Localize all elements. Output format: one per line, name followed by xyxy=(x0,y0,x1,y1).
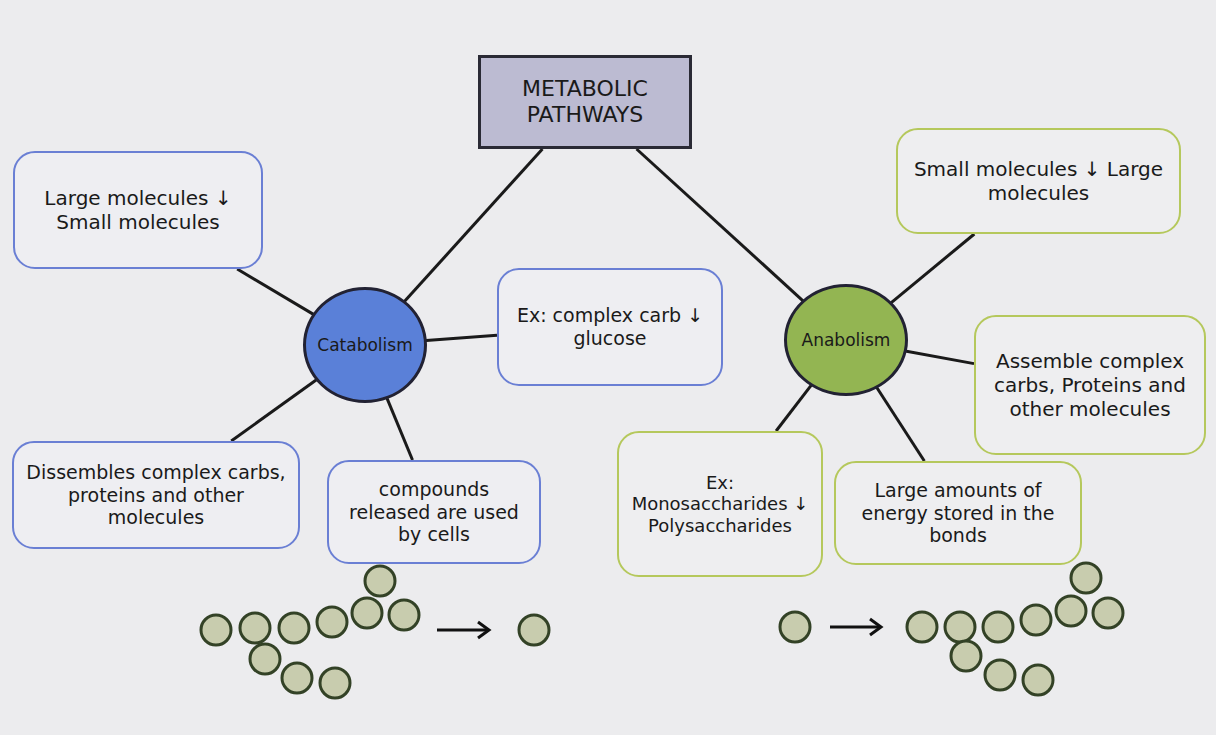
connector-stroke xyxy=(889,234,974,304)
note-box: compounds released are used by cells xyxy=(327,460,541,564)
note-box: Dissembles complex carbs, proteins and o… xyxy=(12,441,300,549)
node-label: Ex: complex carb ↓ glucose xyxy=(511,304,709,350)
note-box: Large molecules ↓ Small molecules xyxy=(13,151,263,269)
text-group: Large amounts of energy stored in the bo… xyxy=(848,479,1068,547)
connector-stroke xyxy=(231,379,318,441)
note-box: Assemble complex carbs, Proteins and oth… xyxy=(974,315,1206,455)
node-label: Assemble complex carbs, Proteins and oth… xyxy=(988,349,1192,421)
process-circle: Anabolism xyxy=(784,284,908,396)
node-label: compounds released are used by cells xyxy=(341,478,527,546)
connector-stroke xyxy=(776,384,812,431)
text-group: Assemble complex carbs, Proteins and oth… xyxy=(988,349,1192,421)
node-label: Large molecules ↓ Small molecules xyxy=(27,186,249,234)
connector-stroke xyxy=(237,269,315,315)
text-group: Anabolism xyxy=(802,330,891,350)
text-group: METABOLIC PATHWAYS xyxy=(491,76,679,129)
text-group: Catabolism xyxy=(317,335,412,355)
large-molecule-right xyxy=(907,563,1123,695)
text-group: Ex: Monosaccharides ↓ Polysaccharides xyxy=(631,472,809,537)
node-label: Ex: Monosaccharides ↓ Polysaccharides xyxy=(631,472,809,537)
node-label: METABOLIC PATHWAYS xyxy=(491,76,679,129)
connector-stroke xyxy=(901,350,974,363)
connector-line xyxy=(901,350,974,363)
text-group: Large molecules ↓ Small molecules xyxy=(27,186,249,234)
small-molecule xyxy=(519,615,549,645)
node-label: Large amounts of energy stored in the bo… xyxy=(848,479,1068,547)
reaction-arrow xyxy=(437,622,489,638)
connector-stroke xyxy=(423,335,497,340)
node-label: Small molecules ↓ Large molecules xyxy=(910,157,1167,205)
small-molecule xyxy=(780,612,810,642)
connector-line xyxy=(387,399,412,460)
text-group: compounds released are used by cells xyxy=(341,478,527,546)
text-group: Ex: complex carb ↓ glucose xyxy=(511,304,709,350)
connector-line xyxy=(889,234,974,304)
text-group: Small molecules ↓ Large molecules xyxy=(910,157,1167,205)
example-box: Ex: complex carb ↓ glucose xyxy=(497,268,723,386)
connector-line xyxy=(776,384,812,431)
title-box: METABOLIC PATHWAYS xyxy=(478,55,692,149)
note-box: Small molecules ↓ Large molecules xyxy=(896,128,1181,234)
large-molecule-left xyxy=(201,566,419,698)
connector-stroke xyxy=(876,387,924,461)
connector-line xyxy=(423,335,497,340)
connector-line xyxy=(237,269,315,315)
connector-stroke xyxy=(387,399,412,460)
note-box: Large amounts of energy stored in the bo… xyxy=(834,461,1082,565)
node-label: Catabolism xyxy=(317,335,412,355)
example-box: Ex: Monosaccharides ↓ Polysaccharides xyxy=(617,431,823,577)
node-label: Anabolism xyxy=(802,330,891,350)
node-label: Dissembles complex carbs, proteins and o… xyxy=(26,461,286,529)
connector-line xyxy=(231,379,318,441)
text-group: Dissembles complex carbs, proteins and o… xyxy=(26,461,286,529)
process-circle: Catabolism xyxy=(303,287,427,403)
connector-line xyxy=(876,387,924,461)
reaction-arrow xyxy=(830,619,881,635)
